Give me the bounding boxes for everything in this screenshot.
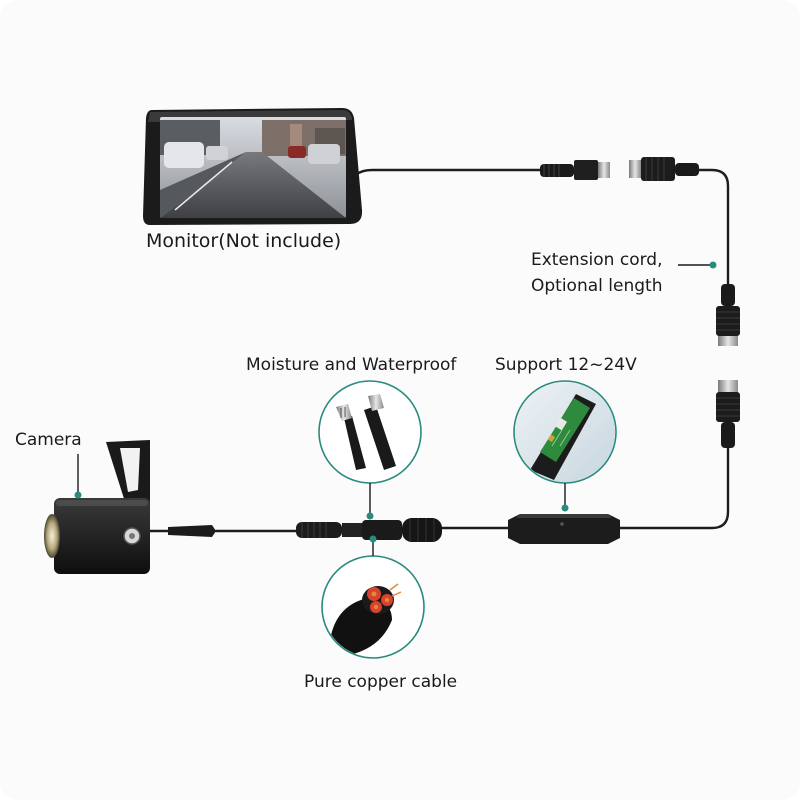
monitor-cable — [344, 168, 542, 192]
monitor-connector-male — [540, 160, 610, 180]
pointer-extension — [678, 261, 717, 269]
extension-cable-top — [696, 168, 730, 286]
camera-cable-boot — [168, 525, 216, 537]
camera-side-connector — [716, 380, 740, 448]
extension-connector-female — [629, 157, 699, 181]
monitor — [143, 108, 363, 225]
callout-moisture — [318, 380, 422, 520]
monitor-label: Monitor(Not include) — [146, 230, 342, 252]
extension-cord-label: Extension cord, Optional length — [531, 247, 681, 299]
voltage-box — [508, 514, 620, 544]
waterproof-connector — [296, 518, 442, 542]
moisture-waterproof-label: Moisture and Waterproof — [246, 355, 457, 375]
camera — [44, 440, 150, 574]
camera-label: Camera — [15, 430, 82, 450]
pointer-camera — [74, 454, 82, 499]
voltage-support-label: Support 12~24V — [495, 355, 637, 375]
extension-connector-bottom — [716, 284, 740, 346]
callout-copper — [321, 535, 425, 659]
callout-voltage — [513, 380, 617, 512]
extension-cord-label-line1: Extension cord, — [531, 250, 663, 270]
monitor-screen — [160, 117, 346, 218]
extension-cord-label-line2: Optional length — [531, 276, 663, 296]
copper-cable-label: Pure copper cable — [304, 672, 458, 692]
return-cable — [616, 446, 730, 530]
